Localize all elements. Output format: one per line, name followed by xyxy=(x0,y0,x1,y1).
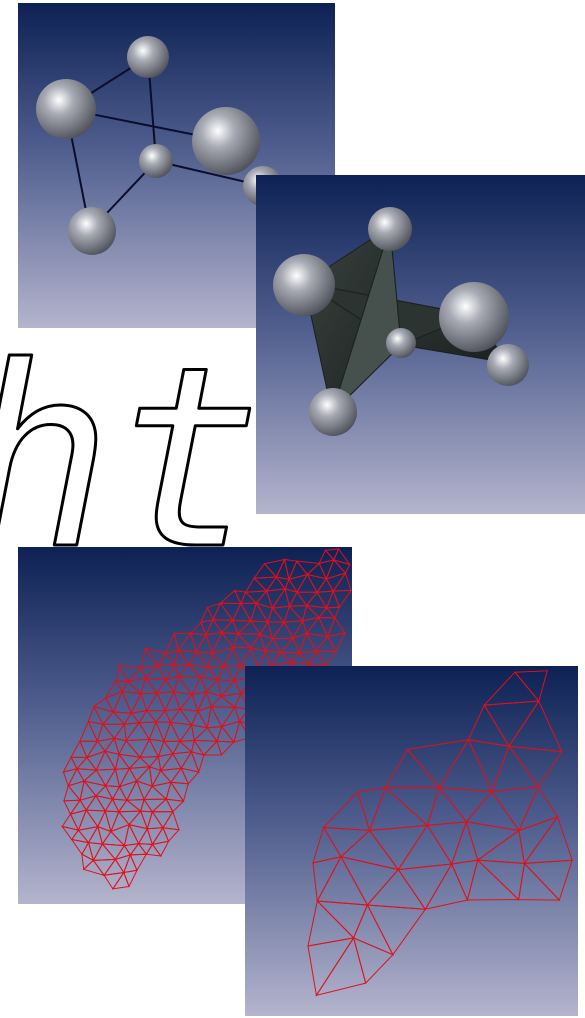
atom-sphere xyxy=(439,282,509,352)
mesh-triangle xyxy=(129,853,148,872)
mesh-triangle xyxy=(332,589,352,609)
molecule-ball-stick-panel xyxy=(18,3,335,328)
molecule-ball-stick-render xyxy=(18,3,335,328)
mesh-triangle xyxy=(165,798,185,813)
mesh-triangle xyxy=(123,869,138,888)
atom-sphere xyxy=(368,207,412,251)
mesh-triangle xyxy=(366,904,427,956)
mesh-triangle xyxy=(352,937,394,985)
atom-sphere xyxy=(68,207,116,255)
mesh-triangle xyxy=(151,840,170,857)
surface-facet xyxy=(331,226,402,414)
mesh-triangle xyxy=(190,751,205,774)
mesh-triangle xyxy=(326,632,346,653)
mesh-triangle xyxy=(162,827,180,843)
mesh-triangle xyxy=(169,781,189,803)
atom-group xyxy=(273,207,529,436)
mesh-triangle xyxy=(523,859,573,902)
atom-sphere xyxy=(487,344,529,386)
mesh-triangle xyxy=(314,650,337,666)
panel-background xyxy=(245,666,578,1016)
mesh-triangle xyxy=(180,767,200,785)
mesh-triangle xyxy=(325,606,341,619)
mesh-triangle xyxy=(507,745,563,788)
molecule-surface-panel xyxy=(256,175,585,514)
mesh-triangle xyxy=(216,740,236,756)
molecule-surface-render xyxy=(256,175,585,514)
wireframe-mesh xyxy=(307,670,573,997)
mesh-triangle xyxy=(332,559,351,574)
atom-group xyxy=(36,36,283,255)
atom-sphere xyxy=(36,79,96,139)
atom-sphere xyxy=(273,254,335,316)
atom-sphere xyxy=(192,107,260,175)
coarse-mesh-panel xyxy=(245,666,578,1016)
atom-sphere xyxy=(309,388,357,436)
atom-sphere xyxy=(139,144,173,178)
atom-sphere xyxy=(386,328,416,358)
coarse-mesh-render xyxy=(245,666,578,1016)
mesh-triangle xyxy=(513,670,548,703)
surface-group xyxy=(303,226,510,414)
atom-sphere xyxy=(127,36,169,78)
